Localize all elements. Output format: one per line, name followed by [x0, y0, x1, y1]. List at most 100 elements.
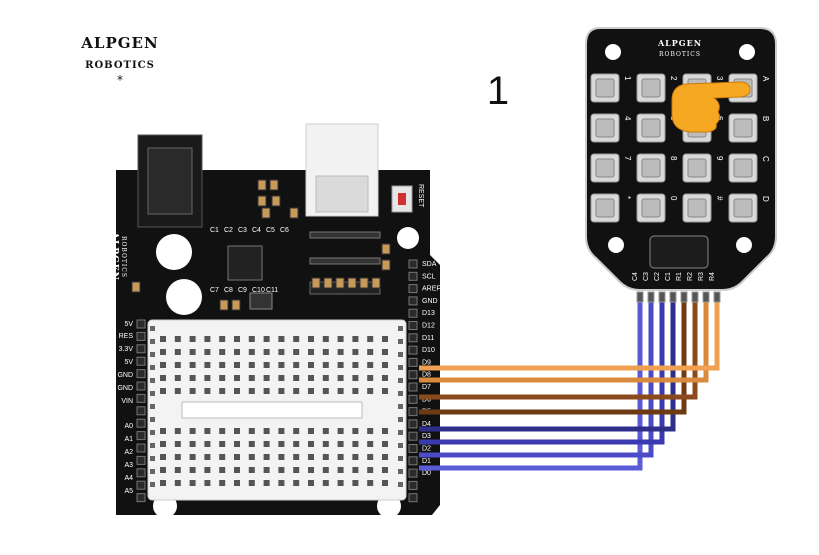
breadboard-hole	[204, 349, 211, 355]
breadboard-hole	[322, 441, 329, 447]
breadboard-hole	[398, 339, 403, 344]
breadboard-hole	[219, 336, 226, 342]
breadboard-hole	[337, 454, 344, 460]
breadboard-hole	[337, 441, 344, 447]
keypad-pin	[713, 291, 721, 303]
header-pin	[408, 370, 418, 380]
breadboard-hole	[234, 428, 240, 434]
breadboard-hole	[160, 467, 166, 473]
breadboard-hole	[263, 349, 270, 355]
smd-component	[359, 277, 369, 289]
breadboard-divider	[181, 401, 363, 419]
right-pin-label: D12	[422, 323, 435, 330]
brand-star-icon: *	[117, 73, 123, 87]
right-pin-label: D2	[422, 446, 431, 453]
breadboard-hole	[160, 480, 166, 486]
header-pin	[408, 431, 418, 441]
breadboard-hole	[352, 336, 359, 342]
breadboard-hole	[367, 375, 374, 381]
breadboard-hole	[278, 349, 285, 355]
breadboard-hole	[174, 428, 181, 434]
breadboard-hole	[382, 349, 388, 355]
breadboard-hole	[308, 480, 314, 486]
breadboard-hole	[263, 454, 270, 460]
breadboard-hole	[174, 349, 181, 355]
right-pin-label: AREF	[422, 286, 441, 293]
header-pin	[408, 333, 418, 343]
smd-component	[323, 277, 333, 289]
breadboard-hole	[204, 454, 211, 460]
breadboard-hole	[219, 480, 226, 486]
breadboard-hole	[248, 467, 255, 473]
header-pin	[408, 493, 418, 503]
header-pin	[408, 321, 418, 330]
breadboard-hole	[382, 454, 388, 460]
breadboard-hole	[150, 469, 155, 474]
breadboard-hole	[189, 388, 196, 394]
breadboard-hole	[367, 467, 374, 473]
breadboard-hole	[150, 404, 155, 409]
header-pin	[136, 369, 146, 379]
breadboard-hole	[189, 454, 196, 460]
header-pin	[408, 382, 418, 392]
breadboard-hole	[398, 417, 403, 422]
right-pin-label: SDA	[422, 261, 437, 268]
smd-component	[271, 195, 281, 207]
key-label: #	[715, 196, 724, 201]
breadboard-hole	[382, 480, 388, 486]
keypad-pin	[669, 291, 677, 303]
breadboard-hole	[204, 336, 211, 342]
key-label: 4	[623, 116, 632, 121]
header-pin	[408, 480, 418, 490]
key-label: *	[623, 196, 632, 199]
mount-hole	[736, 237, 752, 253]
header-pin	[136, 468, 146, 478]
right-pin-label: D4	[422, 421, 431, 428]
breadboard-hole	[398, 378, 403, 383]
keypad-pin	[680, 291, 688, 303]
breadboard-hole	[398, 404, 403, 409]
header-pin	[408, 284, 418, 294]
breadboard-hole	[337, 480, 344, 486]
breadboard-hole	[293, 362, 300, 368]
left-pin-label: A1	[124, 436, 133, 443]
breadboard-hole	[204, 441, 211, 447]
breadboard-hole	[367, 428, 374, 434]
header-pin	[136, 443, 146, 453]
breadboard-hole	[160, 388, 166, 394]
header-pin	[136, 493, 146, 503]
breadboard-hole	[278, 454, 285, 460]
breadboard-hole	[174, 362, 181, 368]
breadboard-hole	[248, 336, 255, 342]
breadboard-hole	[150, 391, 155, 396]
breadboard-hole	[204, 467, 211, 473]
reset-label: RESET	[417, 184, 424, 208]
breadboard-hole	[150, 430, 155, 435]
left-pin-label: A4	[124, 475, 133, 482]
breadboard-hole	[189, 336, 196, 342]
breadboard-hole	[189, 349, 196, 355]
smd-component	[289, 207, 299, 219]
right-pin-label: SCL	[422, 273, 436, 280]
keypad-brand-sub: ROBOTICS	[659, 51, 701, 58]
breadboard-hole	[367, 441, 374, 447]
smd-component	[335, 277, 345, 289]
breadboard-hole	[234, 362, 240, 368]
breadboard-hole	[150, 456, 155, 461]
breadboard-hole	[367, 388, 374, 394]
breadboard-hole	[160, 336, 166, 342]
breadboard-hole	[293, 336, 300, 342]
breadboard-hole	[278, 388, 285, 394]
board-brand-sub: ROBOTICS	[120, 236, 127, 278]
smd-component	[131, 281, 141, 293]
header-pin	[408, 271, 418, 281]
breadboard-hole	[219, 349, 226, 355]
breadboard-hole	[398, 443, 403, 448]
breadboard-hole	[308, 336, 314, 342]
breadboard-hole	[248, 454, 255, 460]
left-pin-label: RES	[119, 333, 134, 340]
breadboard-hole	[263, 362, 270, 368]
smd-component	[257, 179, 267, 191]
